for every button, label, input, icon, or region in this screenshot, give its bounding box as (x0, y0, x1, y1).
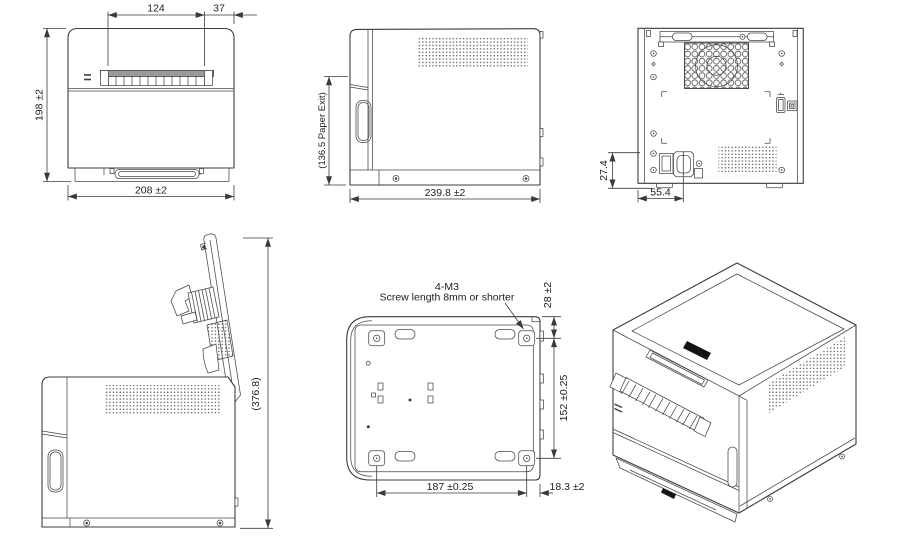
iso-top-handle (645, 349, 709, 388)
paper-exit-slot (100, 70, 214, 86)
svg-text:124: 124 (147, 3, 165, 15)
side-rear-tabs (539, 31, 544, 167)
rear-corner-brackets (661, 91, 771, 144)
dim-side-depth: 239.8 ±2 (349, 187, 541, 203)
svg-text:27.4: 27.4 (598, 160, 610, 181)
svg-text:198 ±2: 198 ±2 (34, 89, 46, 121)
dim-open-height: (376.8) (240, 237, 273, 529)
iso-paper-exit-slot (609, 372, 712, 437)
svg-text:37: 37 (213, 3, 225, 15)
dim-front-slot-width: 124 (107, 3, 235, 66)
front-body (67, 27, 235, 169)
svg-text:18.3 ±2: 18.3 ±2 (550, 481, 585, 493)
dim-front-width: 208 ±2 (67, 185, 235, 201)
rear-view: 27.4 55.4 (598, 27, 804, 203)
svg-text:Screw length 8mm or shorter: Screw length 8mm or shorter (380, 292, 515, 304)
iso-rear-feet (767, 453, 845, 502)
bottom-detail-holes (365, 360, 434, 429)
iso-front-handle-notch (727, 446, 738, 488)
open-side-view: (376.8) (41, 233, 273, 529)
svg-text:187 ±0.25: 187 ±0.25 (427, 481, 474, 493)
open-lid-mechanism (170, 284, 234, 374)
rear-vent-grille (718, 146, 777, 174)
dim-paper-exit-height: (136.5 Paper Exit) (317, 76, 348, 186)
open-vent-grille (105, 385, 220, 415)
iso-base-tray (615, 457, 738, 523)
usb-port (776, 92, 798, 113)
side-view: (136.5 Paper Exit) 239.8 ±2 (317, 28, 544, 203)
bottom-rear-tabs (539, 330, 544, 440)
iso-vent-grille (769, 337, 845, 413)
dim-bottom-screw-pitch-width: 187 ±0.25 (376, 466, 528, 497)
side-vent-grille (418, 36, 528, 68)
dim-inlet-offset: 55.4 (637, 152, 684, 203)
rear-feet (656, 183, 783, 189)
dim-front-height: 198 ±2 (34, 28, 71, 182)
dim-bottom-rear-offset: 28 ±2 (536, 282, 561, 339)
bottom-feet (368, 330, 536, 467)
dim-inlet-height: 27.4 (598, 152, 652, 189)
side-base (350, 169, 540, 185)
rear-top-handle (646, 30, 798, 47)
svg-text:239.8 ±2: 239.8 ±2 (425, 187, 466, 199)
open-base (42, 497, 239, 527)
svg-text:55.4: 55.4 (650, 187, 671, 199)
rear-screws (650, 50, 785, 174)
svg-text:(376.8): (376.8) (250, 377, 262, 410)
svg-text:(136.5 Paper Exit): (136.5 Paper Exit) (317, 92, 328, 169)
svg-text:4-M3: 4-M3 (435, 281, 459, 293)
bottom-plate (354, 324, 534, 473)
front-base (74, 168, 230, 182)
front-view: 124 37 198 ±2 208 ±2 (34, 3, 257, 201)
dim-bottom-screw-pitch-depth: 152 ±0.25 (536, 338, 570, 459)
fan-grille (684, 42, 749, 89)
svg-text:208 ±2: 208 ±2 (135, 185, 167, 197)
mounting-screw-note: 4-M3 Screw length 8mm or shorter (380, 281, 524, 330)
bottom-view: 4-M3 Screw length 8mm or shorter 28 ±2 1… (346, 281, 585, 497)
open-lid (170, 233, 241, 404)
side-handle-recess (355, 100, 372, 143)
bottom-slots (394, 329, 516, 462)
open-handle-recess (47, 449, 64, 493)
svg-text:28 ±2: 28 ±2 (542, 282, 554, 308)
dim-bottom-edge-offset: 18.3 ±2 (539, 481, 585, 497)
isometric-view (609, 262, 857, 523)
iso-top-label (683, 341, 711, 360)
iso-front-led-marks (614, 403, 623, 413)
bottom-body (346, 316, 541, 481)
svg-text:152 ±0.25: 152 ±0.25 (558, 375, 570, 422)
front-led-marks (84, 74, 91, 81)
dim-front-slot-to-edge: 37 (204, 3, 257, 18)
